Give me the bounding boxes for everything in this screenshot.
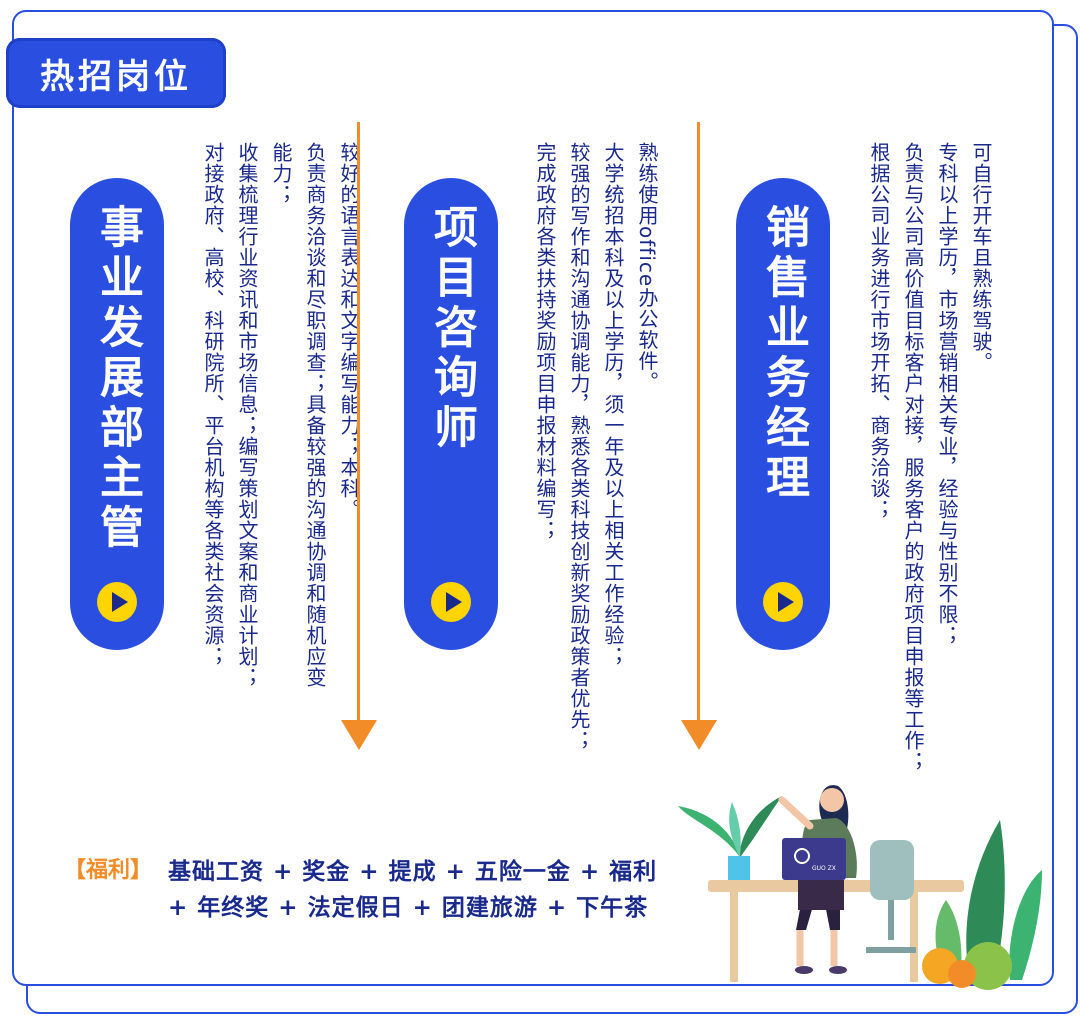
- position-title: 事业发展部主管: [92, 204, 143, 554]
- plants-icon: [922, 820, 1042, 990]
- benefits-line-2: + 年终奖 + 法定假日 + 团建旅游 + 下午茶: [168, 895, 649, 921]
- down-arrow-icon: [681, 720, 717, 750]
- section-title-tab: 热招岗位: [6, 38, 226, 108]
- office-illustration: GUO ZX: [678, 785, 1042, 990]
- benefits-line-1: 基础工资 + 奖金 + 提成 + 五险一金 + 福利: [168, 859, 658, 885]
- requirement-item: 对接政府、高校、科研院所、平台机构等各类社会资源；: [201, 142, 225, 667]
- requirement-item: 负责与公司高价值目标客户对接，服务客户的政府项目申报等工作；: [901, 142, 925, 772]
- benefits-label: 【福利】: [64, 858, 153, 883]
- down-arrow-icon: [341, 720, 377, 750]
- position-pill-sales[interactable]: 销售业务经理: [736, 178, 830, 650]
- requirement-item: 根据公司业务进行市场开拓、商务洽谈；: [867, 142, 891, 520]
- position-title: 销售业务经理: [758, 204, 809, 504]
- position-title: 项目咨询师: [426, 204, 477, 454]
- card-main-frame: [12, 10, 1054, 986]
- section-title: 热招岗位: [40, 56, 192, 97]
- requirement-item: 专科以上学历，市场营销相关专业，经验与性别不限；: [935, 142, 959, 646]
- requirements-consultant: 熟练使用office办公软件。 大学统招本科及以上学历，须一年及以上相关工作经验…: [528, 142, 664, 792]
- requirement-item: 较好的语言表达和文字编写能力；本科。: [337, 142, 361, 520]
- play-icon[interactable]: [97, 582, 137, 622]
- position-pill-consultant[interactable]: 项目咨询师: [404, 178, 498, 650]
- arrow-line: [357, 122, 360, 722]
- requirement-item: 熟练使用office办公软件。: [635, 142, 659, 393]
- requirement-item: 大学统招本科及以上学历，须一年及以上相关工作经验；: [601, 142, 625, 667]
- potted-plant-icon: [678, 796, 782, 880]
- requirement-item: 较强的写作和沟通协调能力，熟悉各类科技创新奖励政策者优先；: [567, 142, 591, 751]
- arrow-line: [697, 122, 700, 722]
- requirement-item: 负责商务洽谈和尽职调查；具备较强的沟通协调和随机应变能力；: [269, 142, 327, 688]
- requirements-business-dev: 较好的语言表达和文字编写能力；本科。 负责商务洽谈和尽职调查；具备较强的沟通协调…: [196, 142, 366, 702]
- requirement-item: 可自行开车且熟练驾驶。: [969, 142, 993, 373]
- position-pill-business-dev[interactable]: 事业发展部主管: [70, 178, 164, 650]
- laptop-icon: GUO ZX: [782, 838, 846, 880]
- laptop-logo: GUO ZX: [812, 865, 836, 872]
- play-icon[interactable]: [431, 582, 471, 622]
- requirements-sales: 可自行开车且熟练驾驶。 专科以上学历，市场营销相关专业，经验与性别不限； 负责与…: [862, 142, 998, 812]
- play-icon[interactable]: [763, 582, 803, 622]
- requirement-item: 收集梳理行业资讯和市场信息；编写策划文案和商业计划；: [235, 142, 259, 688]
- requirement-item: 完成政府各类扶持奖励项目申报材料编写；: [533, 142, 557, 541]
